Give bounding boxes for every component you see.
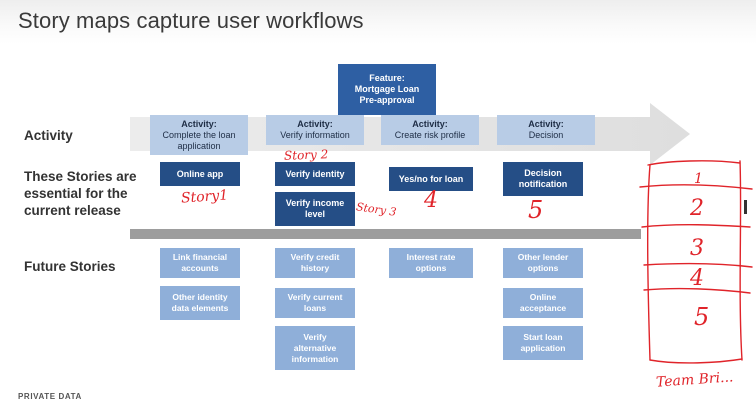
story-card-verify-credit: Verify credit history bbox=[275, 248, 355, 278]
row-label-activity: Activity bbox=[24, 128, 73, 143]
release-divider bbox=[130, 229, 641, 239]
story-label: Verify income level bbox=[285, 198, 345, 219]
sketch-number: 3 bbox=[690, 236, 704, 261]
story-card-link-financial: Link financial accounts bbox=[160, 248, 240, 278]
story-card-decision-notification: Decision notification bbox=[503, 162, 583, 196]
story-label: Verify identity bbox=[285, 168, 345, 179]
sketch-number: 5 bbox=[694, 303, 709, 331]
activity-head: Activity: bbox=[528, 119, 564, 129]
story-card-other-identity: Other identity data elements bbox=[160, 286, 240, 320]
hand-drawn-team-board: 1 2 3 4 5 bbox=[639, 160, 753, 364]
annotation-story1: Story1 bbox=[180, 187, 229, 207]
feature-name-line2: Pre-approval bbox=[359, 95, 415, 105]
story-label: Start loan application bbox=[520, 332, 566, 353]
row-label-essential: These Stories are essential for the curr… bbox=[24, 169, 137, 218]
story-card-start-loan: Start loan application bbox=[503, 326, 583, 360]
sketch-number: 2 bbox=[689, 196, 704, 221]
story-card-online-app: Online app bbox=[160, 162, 240, 186]
activity-sub: Verify information bbox=[280, 130, 350, 140]
activity-card-3: Activity: Create risk profile bbox=[381, 115, 479, 145]
feature-card: Feature: Mortgage Loan Pre-approval bbox=[338, 64, 436, 115]
activity-head: Activity: bbox=[181, 118, 217, 129]
title-band bbox=[0, 0, 756, 44]
window-edge-tab bbox=[744, 200, 747, 214]
story-card-interest-rate: Interest rate options bbox=[389, 248, 473, 278]
row-label-future: Future Stories bbox=[24, 259, 116, 274]
story-label: Verify current loans bbox=[287, 292, 343, 313]
activity-head: Activity: bbox=[297, 119, 333, 129]
activity-card-2: Activity: Verify information bbox=[266, 115, 364, 145]
story-label: Online app bbox=[176, 168, 224, 179]
story-card-verify-loans: Verify current loans bbox=[275, 288, 355, 318]
story-label: Yes/no for loan bbox=[398, 173, 464, 184]
annotation-number-5: 5 bbox=[528, 196, 544, 224]
story-card-verify-alternative: Verify alternative information bbox=[275, 326, 355, 370]
story-label: Link financial accounts bbox=[172, 252, 228, 273]
story-card-online-acceptance: Online acceptance bbox=[503, 288, 583, 318]
activity-sub: Decision bbox=[528, 130, 564, 140]
story-card-yes-no-loan: Yes/no for loan bbox=[389, 167, 473, 191]
activity-sub: Complete the loan application bbox=[162, 129, 236, 151]
story-card-verify-income: Verify income level bbox=[275, 192, 355, 226]
story-card-verify-identity: Verify identity bbox=[275, 162, 355, 186]
story-label: Decision notification bbox=[518, 168, 568, 189]
annotation-number-4: 4 bbox=[424, 188, 438, 213]
feature-label: Feature: bbox=[369, 73, 405, 83]
story-card-other-lender: Other lender options bbox=[503, 248, 583, 278]
story-label: Interest rate options bbox=[406, 252, 456, 273]
annotation-story2: Story 2 bbox=[283, 147, 329, 163]
annotation-story3: Story 3 bbox=[355, 200, 398, 219]
activity-head: Activity: bbox=[412, 119, 448, 129]
activity-sub: Create risk profile bbox=[394, 130, 466, 140]
story-label: Verify alternative information bbox=[291, 331, 339, 364]
activity-card-4: Activity: Decision bbox=[497, 115, 595, 145]
story-label: Online acceptance bbox=[519, 292, 567, 313]
feature-name-line1: Mortgage Loan bbox=[354, 84, 420, 94]
story-label: Other lender options bbox=[517, 252, 569, 273]
slide-title: Story maps capture user workflows bbox=[18, 8, 364, 33]
footer-text: PRIVATE DATA bbox=[18, 392, 82, 401]
story-label: Other identity data elements bbox=[171, 292, 229, 313]
sketch-number: 4 bbox=[689, 266, 704, 291]
story-label: Verify credit history bbox=[290, 252, 340, 273]
sketch-number: 1 bbox=[694, 171, 703, 187]
activity-card-1: Activity: Complete the loan application bbox=[150, 115, 248, 155]
